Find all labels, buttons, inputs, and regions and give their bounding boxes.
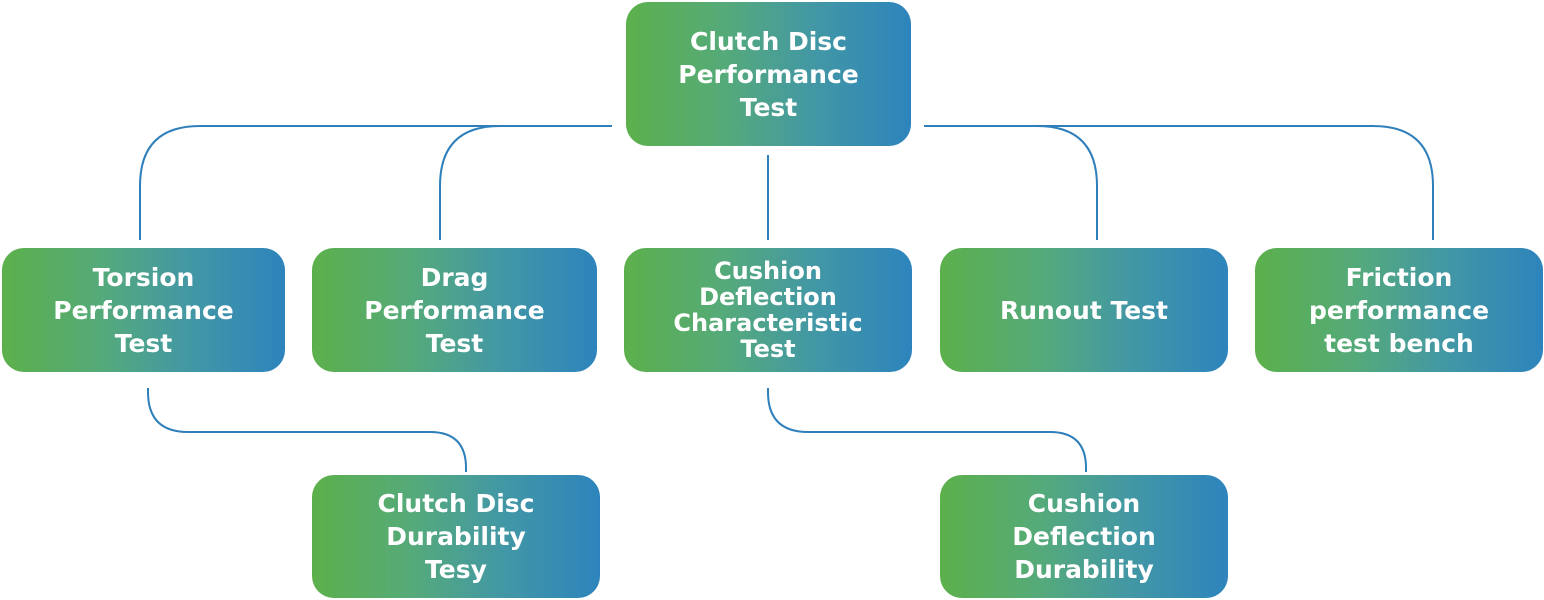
node-runout-label: Runout Test <box>1000 295 1168 325</box>
node-torsion-label: Torsion Performance Test <box>53 262 234 358</box>
connector-torsion-clutch-durability <box>147 388 467 472</box>
node-cushion-durability-label: Cushion Deflection Durability <box>1012 489 1156 584</box>
node-friction-label: Friction performance test bench <box>1308 262 1490 358</box>
node-cushion-durability[interactable]: Cushion Deflection Durability <box>940 475 1228 598</box>
node-friction[interactable]: Friction performance test bench <box>1255 248 1543 372</box>
node-clutch-durability[interactable]: Clutch Disc Durability Tesy <box>312 475 600 598</box>
connector-root-friction <box>1037 125 1434 240</box>
node-runout[interactable]: Runout Test <box>940 248 1228 372</box>
connector-root-runout <box>924 125 1098 240</box>
node-drag[interactable]: Drag Performance Test <box>312 248 597 372</box>
node-drag-label: Drag Performance Test <box>364 262 545 358</box>
node-torsion[interactable]: Torsion Performance Test <box>2 248 285 372</box>
connector-root-drag <box>439 125 501 240</box>
node-root-label: Clutch Disc Performance Test <box>678 26 859 122</box>
connector-cushion-characteristic-cushion-durability <box>767 388 1087 472</box>
node-cushion-characteristic-label: Cushion Deflection Characteristic Test <box>673 257 863 363</box>
node-clutch-durability-label: Clutch Disc Durability Tesy <box>377 489 535 584</box>
node-cushion-characteristic[interactable]: Cushion Deflection Characteristic Test <box>624 248 912 372</box>
node-root[interactable]: Clutch Disc Performance Test <box>626 2 911 146</box>
connector-root-torsion <box>139 125 612 240</box>
